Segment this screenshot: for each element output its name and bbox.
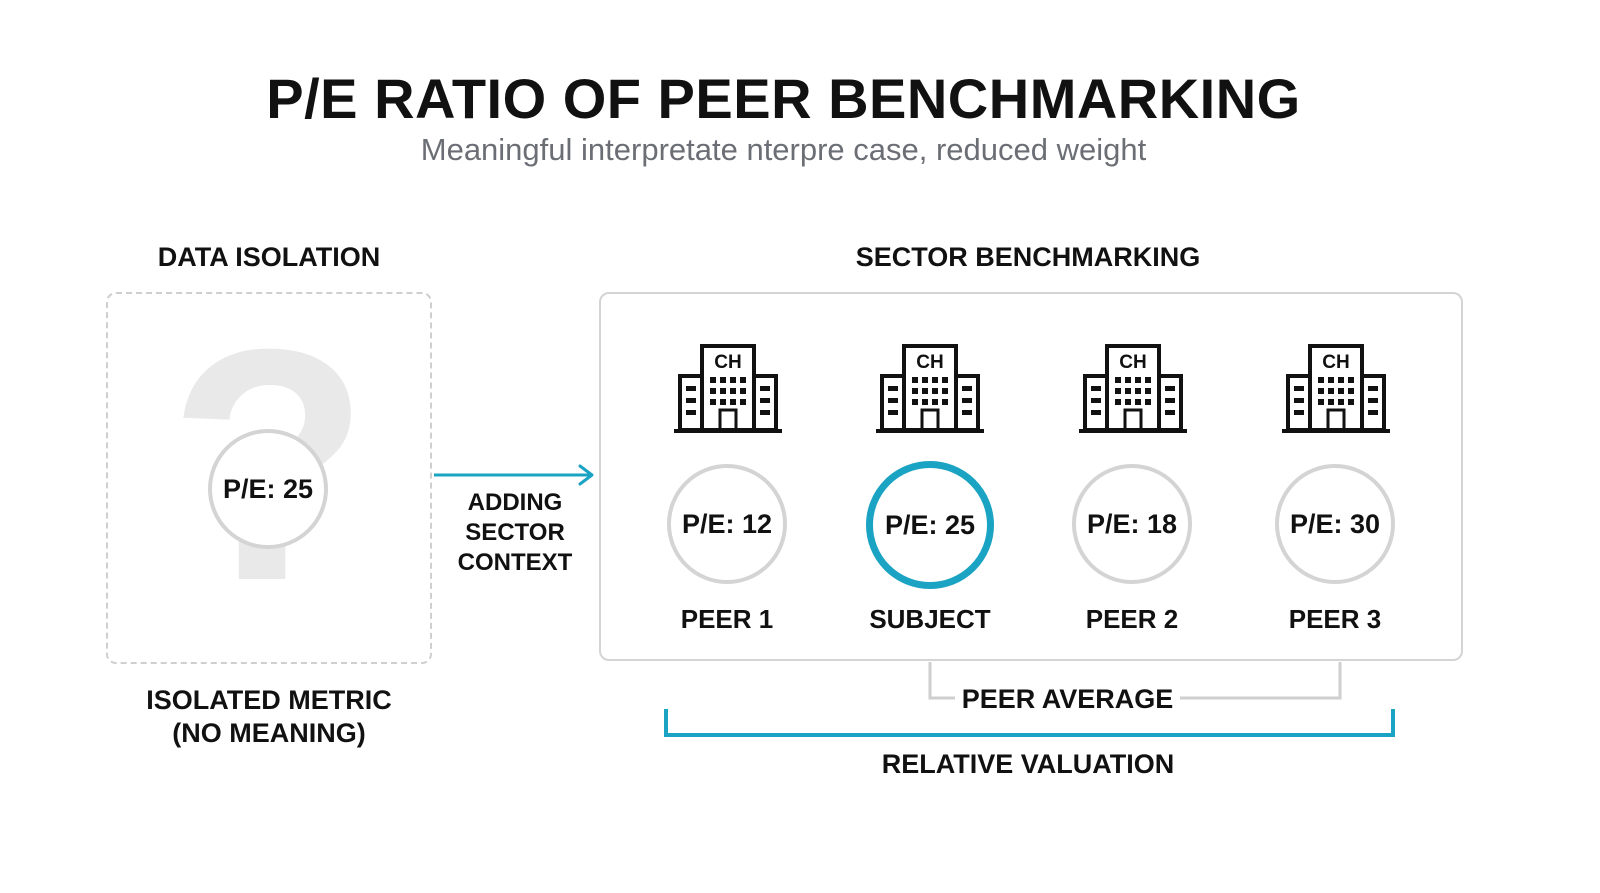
transition-line1: ADDING <box>467 489 563 516</box>
page-title: P/E RATIO OF PEER BENCHMARKING <box>266 67 1301 130</box>
building-icon: CH <box>674 344 782 433</box>
transition-line2: SECTOR <box>465 519 565 546</box>
peer-3-pe-value: P/E: 30 <box>1289 508 1381 539</box>
sector-benchmarking-box <box>599 292 1463 661</box>
building-icon: CH <box>1282 344 1390 433</box>
peer-3-pe-circle: P/E: 30 <box>1275 464 1395 584</box>
peer-average-label: PEER AVERAGE <box>955 684 1180 715</box>
peer-3-label: PEER 3 <box>1288 604 1382 634</box>
relative-valuation-bracket <box>664 709 1395 737</box>
building-icon: CH <box>1079 344 1187 433</box>
building-tag: CH <box>1119 352 1146 373</box>
peer-1-pe-value: P/E: 12 <box>681 508 773 539</box>
isolated-metric-caption-line2: (NO MEANING) <box>172 718 366 748</box>
peer-2-label: PEER 2 <box>1085 604 1179 634</box>
building-tag: CH <box>714 352 741 373</box>
peer-2-pe-circle: P/E: 18 <box>1072 464 1192 584</box>
peer-2-pe-value: P/E: 18 <box>1086 508 1178 539</box>
relative-valuation-label: RELATIVE VALUATION <box>881 749 1175 779</box>
peer-1-pe-circle: P/E: 12 <box>667 464 787 584</box>
isolated-metric-caption: ISOLATED METRIC (NO MEANING) <box>106 684 432 750</box>
peer-1-label: PEER 1 <box>680 604 774 634</box>
sector-benchmarking-heading: SECTOR BENCHMARKING <box>855 242 1201 272</box>
subject-label: SUBJECT <box>869 604 991 634</box>
data-isolation-heading: DATA ISOLATION <box>157 242 381 272</box>
adding-sector-context-label: ADDING SECTOR CONTEXT <box>440 488 590 578</box>
building-icon: CH <box>876 344 984 433</box>
subject-pe-circle: P/E: 25 <box>866 461 994 589</box>
data-isolation-box <box>106 292 432 664</box>
subject-pe-value: P/E: 25 <box>884 509 976 540</box>
transition-line3: CONTEXT <box>457 549 573 576</box>
page-subtitle: Meaningful interpretate nterpre case, re… <box>420 132 1147 167</box>
isolated-pe-circle: P/E: 25 <box>208 429 328 549</box>
isolated-metric-caption-line1: ISOLATED METRIC <box>146 685 392 715</box>
building-tag: CH <box>916 352 943 373</box>
building-tag: CH <box>1322 352 1349 373</box>
isolated-pe-value: P/E: 25 <box>222 473 314 504</box>
context-arrow-icon <box>434 464 594 486</box>
